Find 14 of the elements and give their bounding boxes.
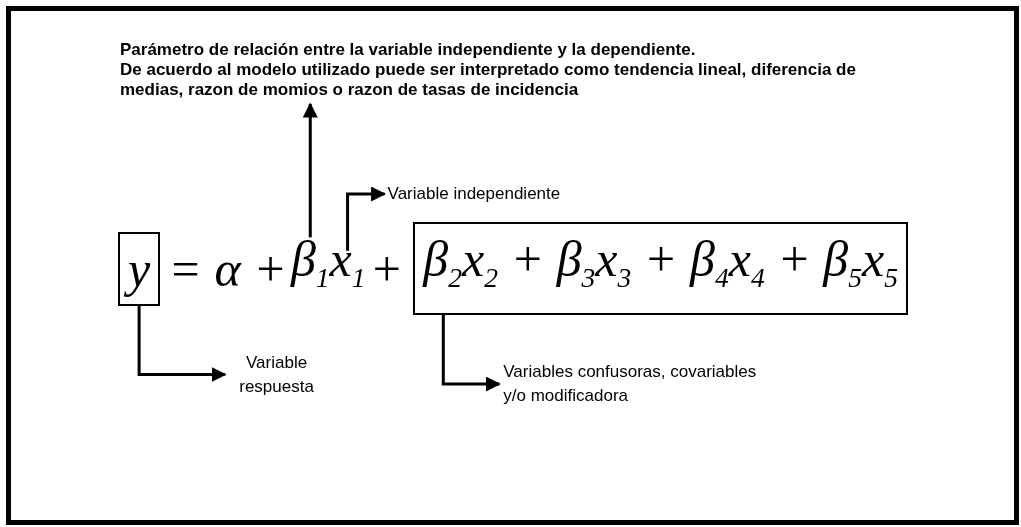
variable-symbol: x$_{1}$ xyxy=(329,224,366,313)
arrow xyxy=(302,102,318,238)
response-symbol: y xyxy=(118,231,161,306)
arrow xyxy=(137,305,227,382)
annotation-text: Variable independiente xyxy=(387,184,561,204)
covariate-terms: β$_{2}$x$_{2}$ + β$_{3}$x$_{3}$ + β$_{4}$x$_{4}$ + β$_{5}$x$_{5}$ xyxy=(413,222,908,315)
annotation-text: Variable respuesta xyxy=(229,350,325,399)
equation-text: + xyxy=(369,239,404,299)
annotation-text: Variables confusoras, covariables y/o modificadora xyxy=(503,360,764,408)
arrow xyxy=(441,315,501,392)
equation-text: = α + xyxy=(168,239,287,299)
coefficient-symbol: β$_{1}$ xyxy=(290,224,330,313)
annotation-text: Parámetro de relación entre la variable independiente y la dependiente. De acuerdo al modelo utilizado puede ser interpretado como tendencia lineal, diferencia de medias, razon de momios o razon de tasas de incidencia xyxy=(120,40,910,100)
arrow xyxy=(346,186,387,251)
